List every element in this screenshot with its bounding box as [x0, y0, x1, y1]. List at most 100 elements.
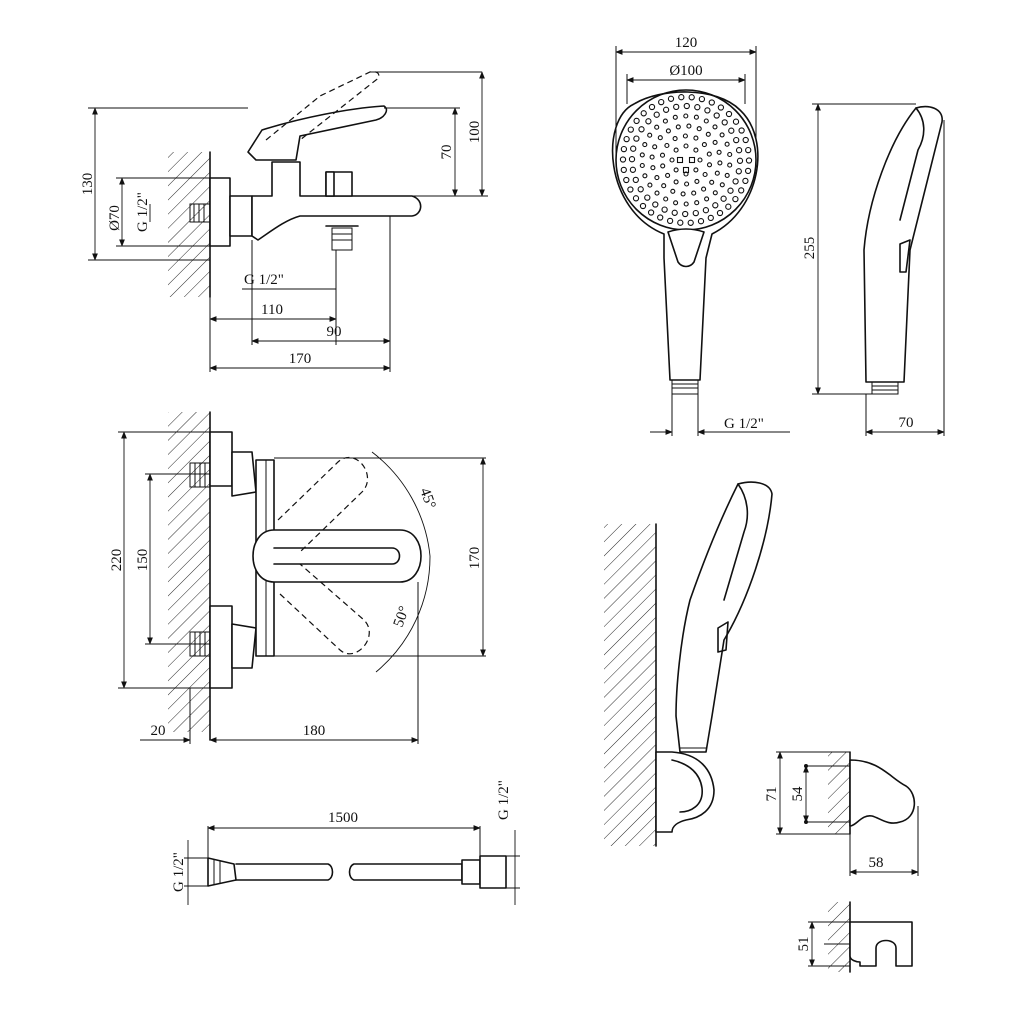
dim-170-top: 170 — [467, 547, 483, 570]
dim-angle-45: 45° — [416, 486, 438, 511]
spray-nozzle — [642, 142, 648, 148]
dim-hose-thread-left: G 1/2" — [171, 852, 187, 892]
mixer-side-view: 130 Ø70 G 1/2" 70 100 G 1/2" 110 90 170 — [80, 71, 488, 372]
spray-nozzle — [667, 95, 675, 102]
spray-nozzle — [639, 152, 645, 158]
spray-nozzle — [724, 172, 730, 178]
dim-58: 58 — [869, 855, 884, 871]
hand-shower-front: 120 Ø100 G 1/2" — [611, 35, 790, 436]
spray-nozzle — [725, 110, 733, 118]
spray-nozzle — [623, 176, 630, 184]
dim-dia-100: Ø100 — [669, 63, 702, 79]
spray-nozzle — [657, 135, 663, 141]
spray-nozzle — [706, 151, 712, 157]
spray-nozzle — [628, 156, 636, 163]
spray-nozzle — [712, 139, 718, 145]
spray-nozzle — [672, 114, 678, 120]
spray-nozzle — [652, 144, 658, 150]
spray-nozzle — [742, 136, 749, 144]
hand-shower-side: 255 70 — [802, 103, 945, 436]
spray-nozzles — [619, 94, 753, 226]
spray-nozzle — [654, 124, 660, 130]
spray-nozzle — [661, 206, 668, 213]
wall-hatch — [828, 902, 850, 972]
spray-nozzle — [673, 147, 679, 153]
spray-nozzle — [704, 196, 710, 202]
dim-220: 220 — [109, 549, 125, 572]
wall-hatch — [604, 524, 656, 846]
wall-hatch — [828, 752, 850, 834]
spray-nozzle — [732, 118, 740, 125]
spray-nozzle — [721, 119, 728, 126]
spray-nozzle — [680, 191, 686, 197]
spray-nozzle — [629, 166, 637, 173]
spray-nozzle — [620, 145, 628, 153]
spray-nozzle — [638, 126, 645, 133]
spray-nozzle — [653, 111, 660, 118]
spray-nozzle — [693, 167, 699, 173]
spray-nozzle — [673, 179, 679, 185]
spray-nozzle — [649, 154, 655, 160]
spray-nozzle — [671, 209, 678, 216]
dim-thread-left: G 1/2" — [135, 192, 151, 232]
spray-nozzle — [738, 187, 745, 194]
spray-nozzle — [697, 218, 705, 225]
dim-dia-70: Ø70 — [107, 205, 123, 231]
spray-nozzle — [659, 152, 666, 158]
spray-nozzle — [702, 171, 708, 178]
spray-nozzle — [657, 214, 664, 221]
spray-nozzle — [705, 131, 711, 137]
spray-nozzle — [712, 124, 718, 130]
spray-nozzle — [633, 135, 640, 142]
dim-lever-70: 70 — [439, 145, 455, 160]
spray-nozzle — [683, 201, 689, 207]
spray-nozzle — [738, 127, 745, 134]
dim-90: 90 — [327, 324, 342, 340]
spray-nozzle — [645, 118, 652, 125]
spray-nozzle — [719, 182, 725, 188]
spray-nozzle — [735, 147, 743, 154]
spray-nozzle — [658, 98, 665, 106]
spray-nozzle — [673, 200, 679, 206]
spray-nozzle — [696, 126, 702, 132]
spray-nozzle — [662, 118, 668, 124]
dim-110: 110 — [261, 302, 283, 318]
spray-nozzle — [652, 201, 659, 208]
spray-nozzle — [623, 135, 630, 143]
spray-nozzle — [647, 209, 655, 216]
spray-nozzle — [732, 178, 739, 185]
spray-nozzle — [688, 94, 695, 101]
spray-nozzle — [693, 135, 699, 141]
spray-nozzle — [639, 162, 645, 169]
spray-nozzle — [686, 123, 692, 129]
spray-nozzle — [654, 190, 660, 196]
spray-nozzle — [673, 167, 679, 173]
spray-nozzle — [733, 136, 740, 144]
hand-shower-mounted — [604, 481, 773, 847]
dim-angle-50: 50° — [391, 604, 413, 629]
spray-nozzle — [720, 195, 727, 202]
center-nozzle — [688, 156, 696, 164]
spray-nozzle — [708, 99, 715, 106]
spray-nozzle — [683, 102, 690, 110]
spray-nozzle — [633, 117, 640, 125]
spray-nozzle — [670, 188, 676, 194]
dim-51: 51 — [796, 937, 812, 952]
spray-nozzle — [693, 147, 699, 153]
spray-nozzle — [724, 141, 730, 147]
spray-nozzle — [701, 142, 707, 148]
spray-nozzle — [632, 176, 639, 184]
spray-nozzle — [703, 118, 709, 124]
center-nozzle — [676, 156, 684, 164]
dim-54: 54 — [790, 786, 806, 802]
spray-nozzle — [701, 186, 707, 192]
spray-nozzle — [712, 190, 718, 196]
spray-nozzle — [727, 162, 733, 168]
spray-nozzle — [745, 157, 753, 164]
spray-nozzle — [647, 132, 653, 138]
spray-nozzle — [742, 177, 749, 185]
spray-nozzle — [697, 157, 703, 163]
dim-100: 100 — [467, 121, 483, 144]
shower-holder-top: 51 — [796, 901, 913, 973]
spray-nozzle — [704, 107, 711, 114]
